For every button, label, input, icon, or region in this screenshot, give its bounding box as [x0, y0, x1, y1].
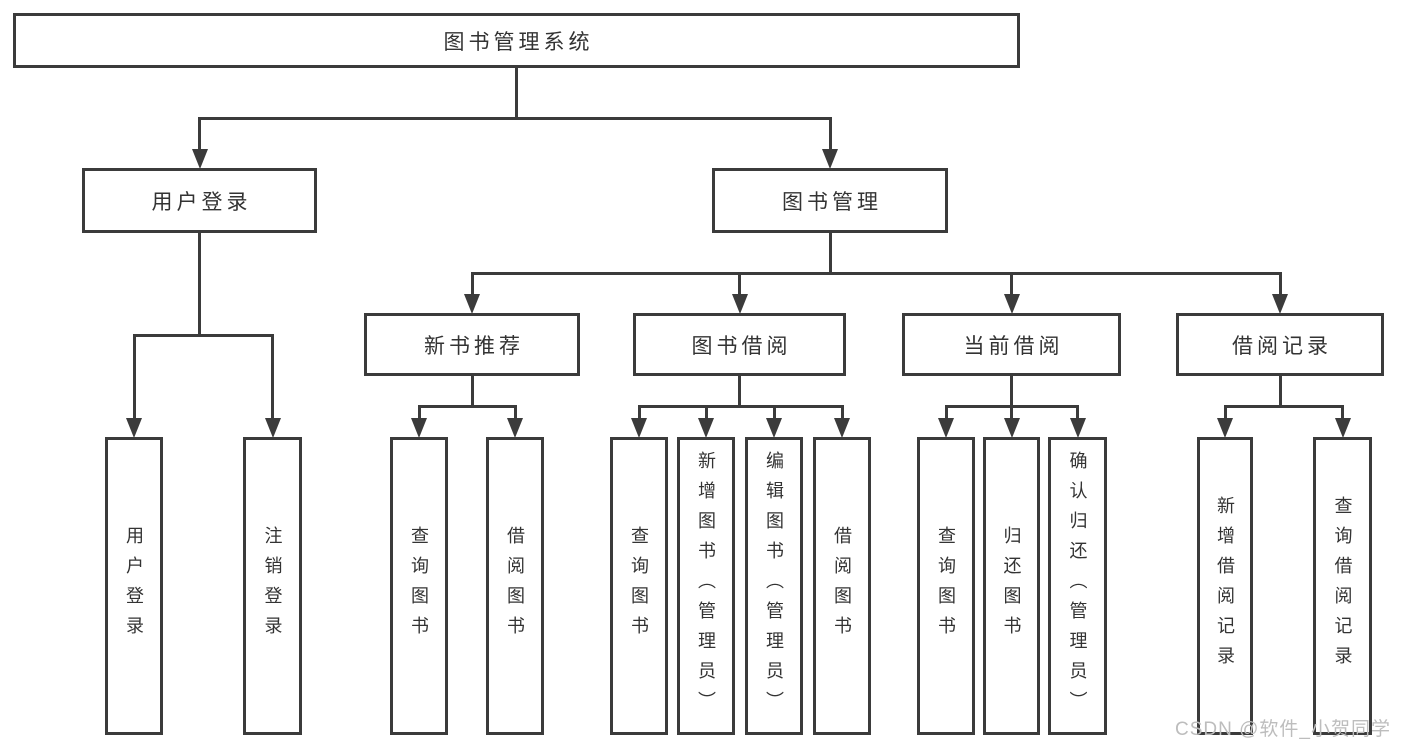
node-label: 查询图书 [629, 526, 649, 646]
down-arrow-icon-borrow-book-1 [507, 418, 523, 438]
node-current-borrow: 当前借阅 [902, 313, 1121, 376]
connector-bar-user-login [132, 333, 274, 337]
connector-drop-login [132, 335, 136, 421]
connector-drop-query-book-1 [417, 406, 421, 421]
node-label: 新增图书（管理员） [696, 451, 716, 721]
connector-drop-borrow-book-2 [840, 406, 844, 421]
node-label: 确认归还（管理员） [1067, 451, 1088, 721]
down-arrow-icon-book-mgmt [822, 149, 838, 169]
connector-drop-add-borrow-record [1223, 406, 1227, 421]
connector-drop-return-book [1010, 406, 1013, 421]
node-label: 图书管理 [782, 190, 882, 214]
node-label: 查询图书 [409, 526, 429, 646]
node-label: 借阅图书 [505, 526, 525, 646]
connector-drop-add-book [704, 406, 708, 421]
connector-drop-new-book-rec [470, 273, 474, 297]
node-query-book-1: 查询图书 [390, 437, 448, 735]
down-arrow-icon-edit-book [766, 418, 782, 438]
node-label: 查询图书 [936, 526, 956, 646]
connector-bar-borrow-records [1223, 404, 1344, 408]
connector-stem-book-borrow [738, 376, 741, 406]
node-new-book-rec: 新书推荐 [364, 313, 580, 376]
node-add-borrow-record: 新增借阅记录 [1197, 437, 1253, 735]
node-borrow-book-2: 借阅图书 [813, 437, 871, 735]
node-label: 编辑图书（管理员） [764, 451, 784, 721]
down-arrow-icon-add-borrow-record [1217, 418, 1233, 438]
connector-drop-confirm-return [1076, 406, 1079, 421]
connector-drop-current-borrow [1010, 273, 1013, 297]
node-query-borrow-record: 查询借阅记录 [1313, 437, 1372, 735]
down-arrow-icon-login [126, 418, 142, 438]
node-return-book: 归还图书 [983, 437, 1040, 735]
node-logout: 注销登录 [243, 437, 302, 735]
connector-drop-borrow-book-1 [513, 406, 517, 421]
connector-drop-query-book-2 [637, 406, 641, 421]
down-arrow-icon-borrow-records [1272, 294, 1288, 314]
down-arrow-icon-add-book [698, 418, 714, 438]
down-arrow-icon-return-book [1003, 418, 1020, 438]
connector-bar-book-mgmt [470, 271, 1282, 275]
node-label: 借阅图书 [832, 526, 852, 646]
connector-drop-query-book-3 [944, 406, 948, 421]
connector-drop-logout [271, 335, 274, 421]
node-label: 图书借阅 [691, 334, 792, 358]
node-label: 借阅记录 [1232, 334, 1332, 358]
node-borrow-book-1: 借阅图书 [486, 437, 544, 735]
node-label: 新增借阅记录 [1215, 496, 1235, 676]
down-arrow-icon-query-book-1 [411, 418, 427, 438]
node-confirm-return: 确认归还（管理员） [1048, 437, 1107, 735]
csdn-watermark: CSDN @软件_小贺同学 [1175, 719, 1391, 740]
node-book-mgmt: 图书管理 [712, 168, 948, 233]
node-add-book: 新增图书（管理员） [677, 437, 735, 735]
down-arrow-icon-new-book-rec [464, 294, 480, 314]
node-label: 当前借阅 [963, 334, 1064, 358]
connector-drop-user-login [198, 118, 201, 152]
down-arrow-icon-borrow-book-2 [834, 418, 850, 438]
connector-stem-new-book-rec [470, 376, 474, 406]
node-book-borrow: 图书借阅 [633, 313, 846, 376]
connector-bar-new-book-rec [417, 404, 517, 408]
connector-stem-borrow-records [1278, 376, 1282, 406]
node-label: 注销登录 [262, 526, 283, 646]
node-label: 归还图书 [1001, 526, 1022, 646]
down-arrow-icon-confirm-return [1069, 418, 1086, 438]
node-borrow-records: 借阅记录 [1176, 313, 1384, 376]
connector-bar-root [198, 116, 832, 120]
connector-bar-book-borrow [637, 404, 844, 408]
node-label: 用户登录 [124, 526, 144, 646]
connector-drop-book-borrow [738, 273, 741, 297]
down-arrow-icon-user-login [191, 149, 208, 169]
down-arrow-icon-query-borrow-record [1334, 418, 1351, 438]
node-query-book-3: 查询图书 [917, 437, 975, 735]
node-edit-book: 编辑图书（管理员） [745, 437, 803, 735]
node-label: 图书管理系统 [443, 30, 594, 54]
node-label: 新书推荐 [424, 334, 524, 358]
node-query-book-2: 查询图书 [610, 437, 668, 735]
down-arrow-icon-current-borrow [1003, 294, 1020, 314]
node-label: 用户登录 [151, 190, 252, 214]
down-arrow-icon-query-book-3 [938, 418, 954, 438]
connector-stem-user-login [198, 233, 201, 335]
connector-drop-book-mgmt [828, 118, 832, 152]
connector-stem-current-borrow [1010, 376, 1013, 406]
node-label: 查询借阅记录 [1332, 496, 1353, 676]
connector-drop-edit-book [772, 406, 776, 421]
node-login: 用户登录 [105, 437, 163, 735]
node-root: 图书管理系统 [13, 13, 1020, 68]
connector-stem-root [515, 68, 518, 118]
down-arrow-icon-book-borrow [731, 294, 748, 314]
down-arrow-icon-query-book-2 [631, 418, 647, 438]
down-arrow-icon-logout [264, 418, 281, 438]
connector-drop-borrow-records [1278, 273, 1282, 297]
connector-drop-query-borrow-record [1341, 406, 1344, 421]
node-user-login: 用户登录 [82, 168, 317, 233]
connector-stem-book-mgmt [828, 233, 832, 273]
